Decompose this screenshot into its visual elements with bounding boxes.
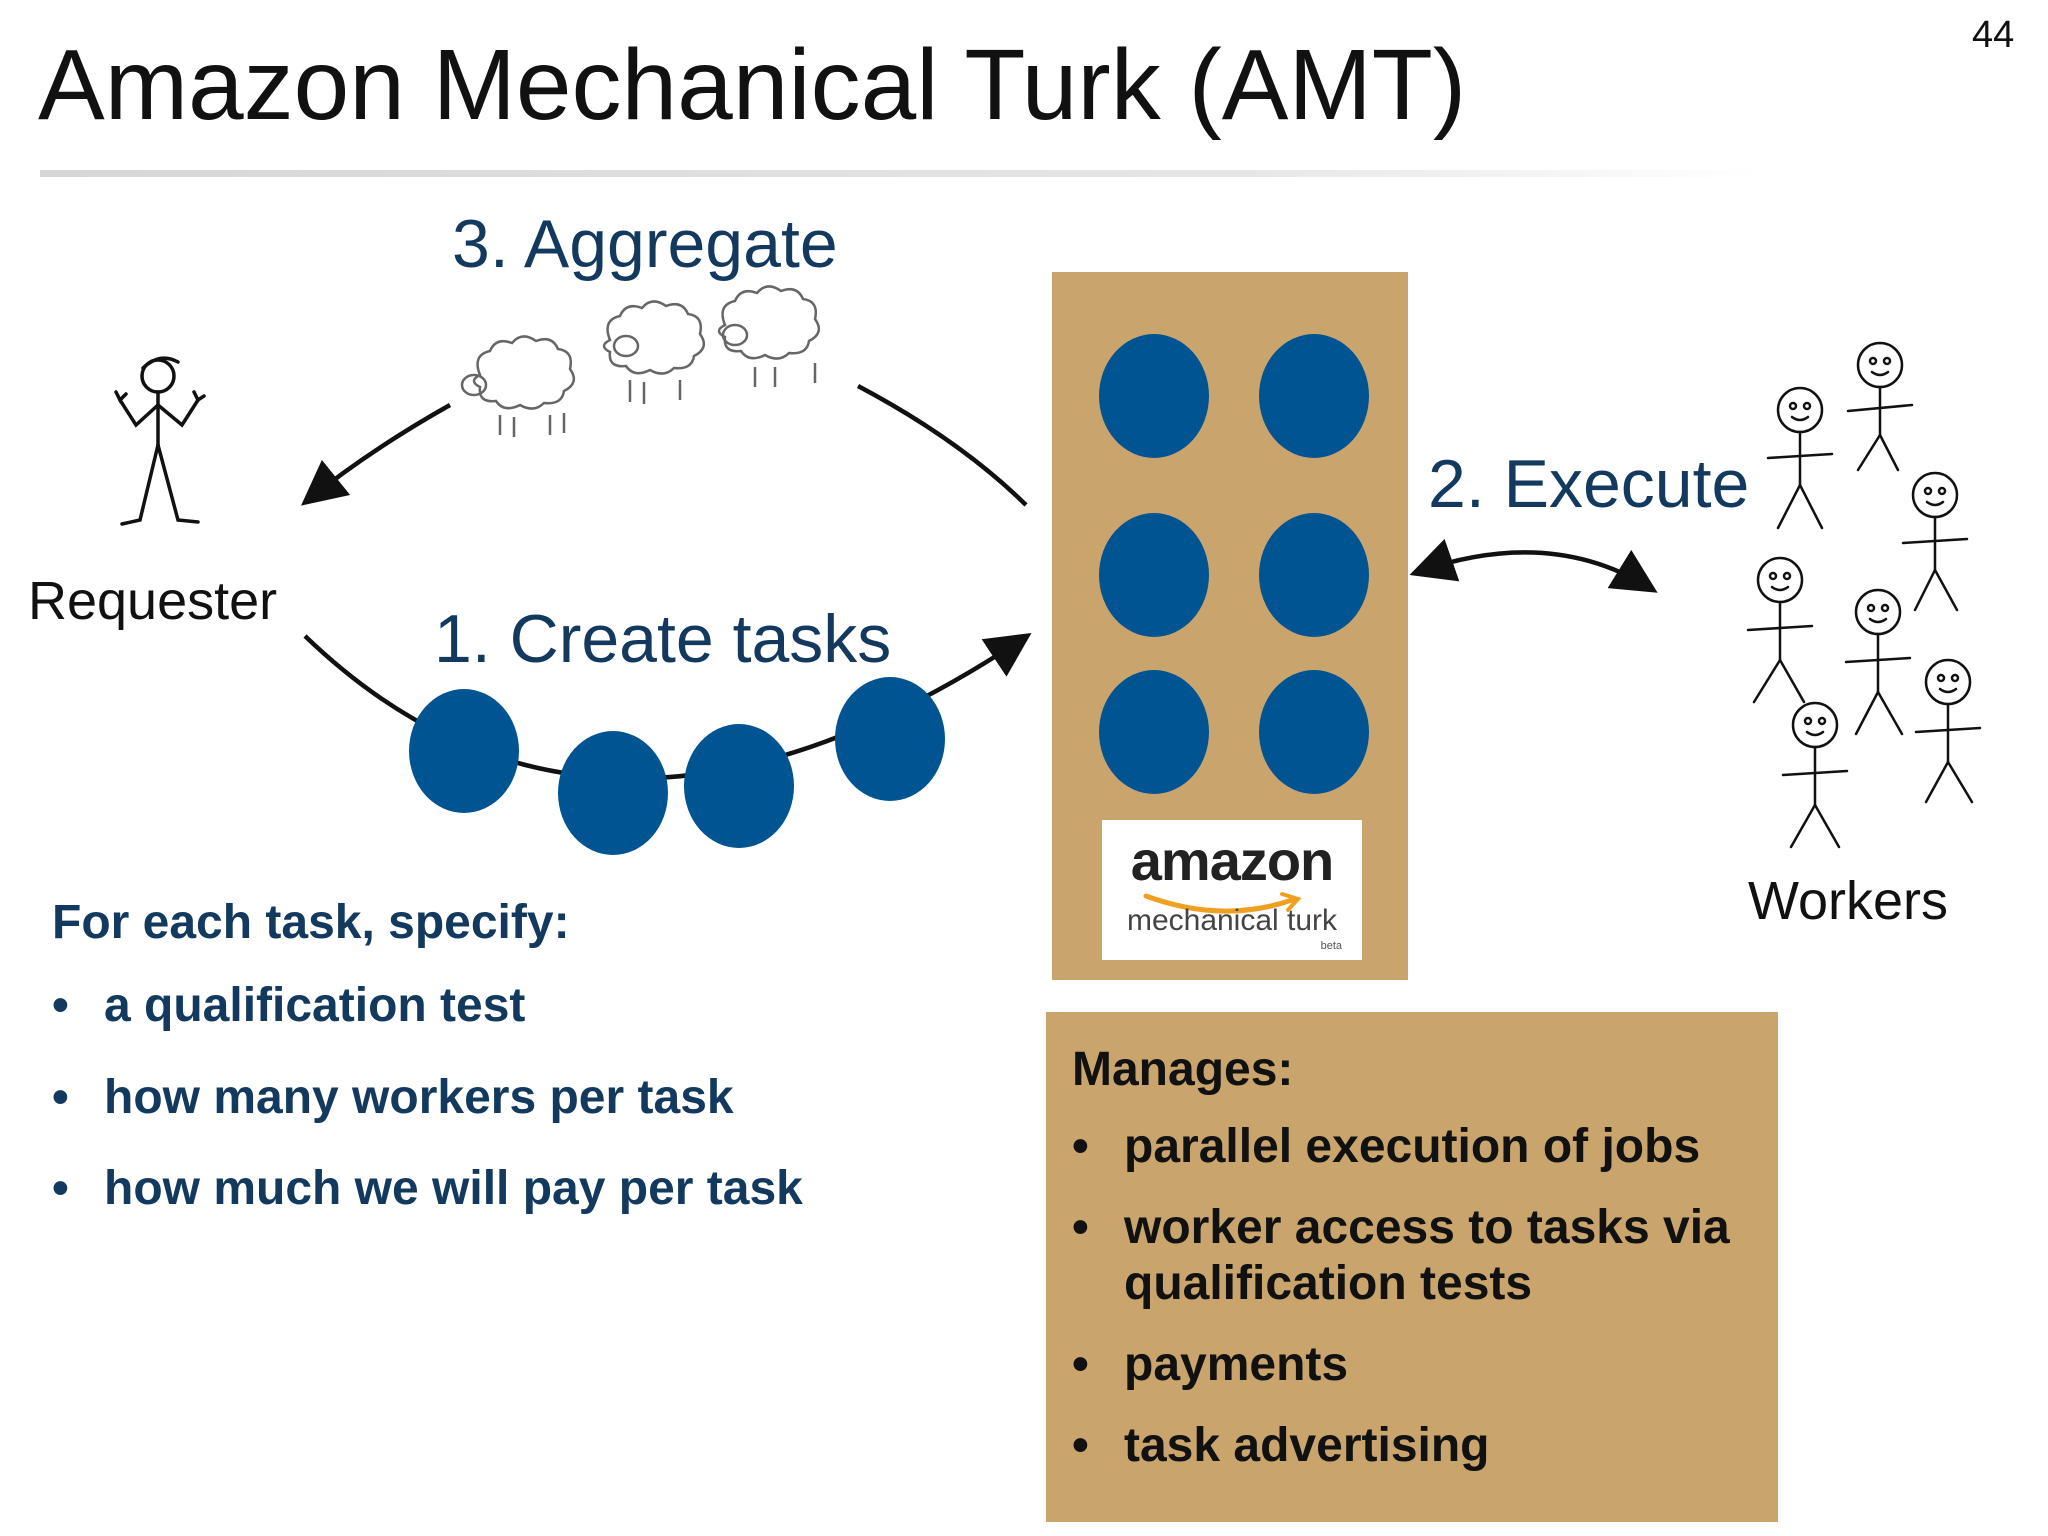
amazon-smile-icon bbox=[1143, 892, 1302, 914]
bullet-icon: • bbox=[52, 1162, 69, 1216]
slide-title: Amazon Mechanical Turk (AMT) bbox=[38, 29, 1467, 141]
bullet-icon: • bbox=[1072, 1337, 1089, 1391]
list-item: • parallel execution of jobs bbox=[1072, 1119, 1772, 1176]
list-item-text: worker access to tasks via qualification… bbox=[1124, 1200, 1730, 1311]
bullet-icon: • bbox=[52, 1070, 69, 1124]
bullet-icon: • bbox=[52, 979, 69, 1032]
task-circle bbox=[1259, 513, 1369, 637]
aggregate-arc-right bbox=[856, 384, 1028, 507]
requester-figure-icon bbox=[114, 356, 206, 526]
logo-subtitle: mechanical turk bbox=[1126, 904, 1338, 937]
task-circle bbox=[684, 724, 794, 848]
list-item-text: a qualification test bbox=[104, 979, 526, 1032]
task-circle bbox=[558, 731, 668, 855]
workers-label: Workers bbox=[1748, 871, 1949, 931]
list-item: • payments bbox=[1072, 1337, 1772, 1394]
amazon-mechanical-turk-logo: amazon mechanical turk beta bbox=[1102, 820, 1362, 960]
task-circle bbox=[1259, 670, 1369, 794]
task-circle bbox=[1099, 513, 1209, 637]
task-circle bbox=[1099, 670, 1209, 794]
task-circle bbox=[1259, 334, 1369, 458]
list-item: • how much we will pay per task bbox=[52, 1161, 912, 1218]
task-circles-panel bbox=[1099, 334, 1369, 794]
aggregate-arrow bbox=[300, 403, 452, 506]
step-create-tasks-label: 1. Create tasks bbox=[434, 601, 892, 677]
logo-beta-tag: beta bbox=[1320, 940, 1342, 952]
execute-arrow bbox=[1409, 538, 1658, 593]
manages-list: • parallel execution of jobs • worker acce… bbox=[1072, 1119, 1772, 1474]
title-divider bbox=[40, 170, 1760, 177]
manages-box: Manages: • parallel execution of jobs • wo… bbox=[1046, 1012, 1778, 1522]
task-spec-heading: For each task, specify: bbox=[52, 896, 570, 949]
list-item-text: payments bbox=[1124, 1337, 1349, 1391]
task-circle bbox=[409, 689, 519, 813]
slide-number: 44 bbox=[1972, 14, 2015, 56]
requester-label: Requester bbox=[28, 571, 278, 631]
step-execute-label: 2. Execute bbox=[1428, 446, 1750, 522]
manages-heading: Manages: bbox=[1072, 1043, 1294, 1096]
list-item-text: how many workers per task bbox=[104, 1070, 734, 1124]
step-aggregate-label: 3. Aggregate bbox=[452, 206, 838, 282]
list-item: • worker access to tasks via qualificatio… bbox=[1072, 1200, 1772, 1313]
list-item: • how many workers per task bbox=[52, 1070, 912, 1127]
list-item: • task advertising bbox=[1072, 1418, 1772, 1475]
task-circle bbox=[835, 677, 945, 801]
list-item-text: parallel execution of jobs bbox=[1124, 1120, 1701, 1173]
list-item: • a qualification test bbox=[52, 978, 912, 1035]
list-item-text: how much we will pay per task bbox=[104, 1162, 803, 1216]
workers-group-icon bbox=[1746, 341, 1982, 849]
task-spec-section: For each task, specify: • a qualification… bbox=[52, 895, 912, 1253]
task-circles-queue bbox=[409, 677, 945, 855]
bullet-icon: • bbox=[1072, 1418, 1089, 1472]
sheep-icon bbox=[460, 285, 821, 437]
list-item-text: task advertising bbox=[1124, 1418, 1490, 1472]
task-circle bbox=[1099, 334, 1209, 458]
bullet-icon: • bbox=[1072, 1200, 1089, 1254]
bullet-icon: • bbox=[1072, 1120, 1089, 1173]
task-spec-list: • a qualification test • how many workers … bbox=[52, 978, 912, 1218]
logo-wordmark: amazon bbox=[1130, 829, 1335, 892]
